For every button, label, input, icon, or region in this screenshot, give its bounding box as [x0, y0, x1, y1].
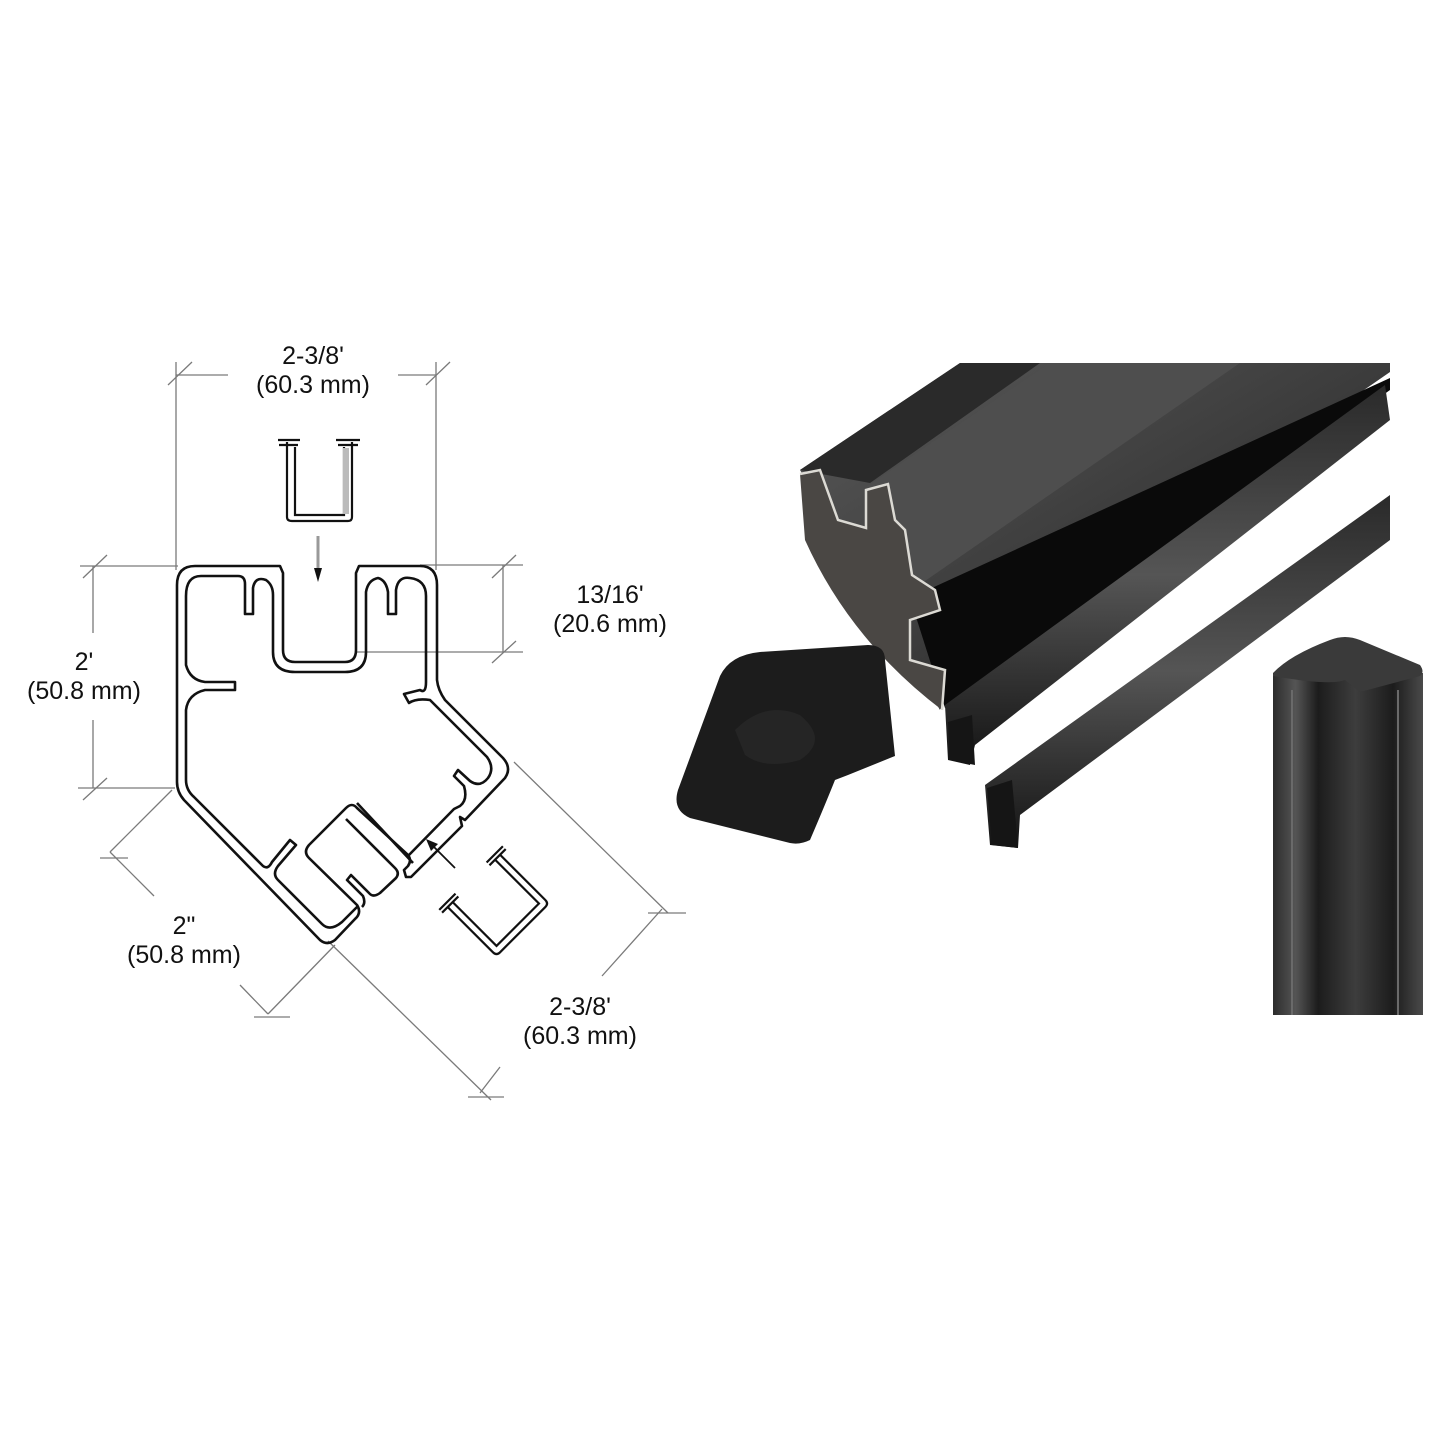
arrow-down-icon [314, 536, 322, 582]
dimension-lines [78, 361, 686, 1101]
assembled-post [1273, 637, 1423, 1015]
dim-channel-depth: 13/16' (20.6 mm) [553, 581, 667, 638]
arrow-up-left-icon [426, 839, 456, 869]
top-insert-icon [278, 438, 360, 523]
filler-strip-2 [985, 495, 1390, 848]
filler-strip-1 [945, 385, 1390, 765]
dim-left-height: 2' (50.8 mm) [27, 648, 141, 705]
post-extrusion [799, 363, 1390, 711]
profile-outline [175, 564, 510, 945]
dim-top-width: 2-3/8' (60.3 mm) [256, 342, 370, 399]
side-insert-icon [438, 845, 549, 956]
end-cap [676, 645, 895, 844]
dim-bottom-left-width: 2" (50.8 mm) [127, 912, 241, 969]
dim-bottom-right-width: 2-3/8' (60.3 mm) [523, 993, 637, 1050]
